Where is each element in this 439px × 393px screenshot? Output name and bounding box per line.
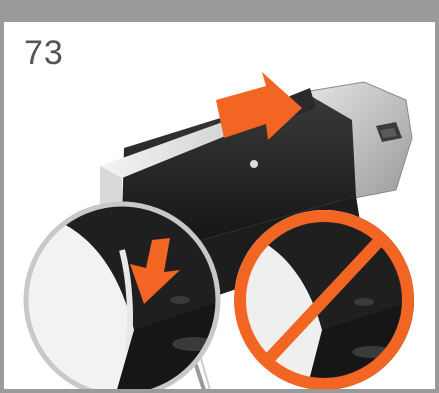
- printer-illustration: [4, 0, 439, 393]
- hp-logo-icon: [250, 160, 258, 168]
